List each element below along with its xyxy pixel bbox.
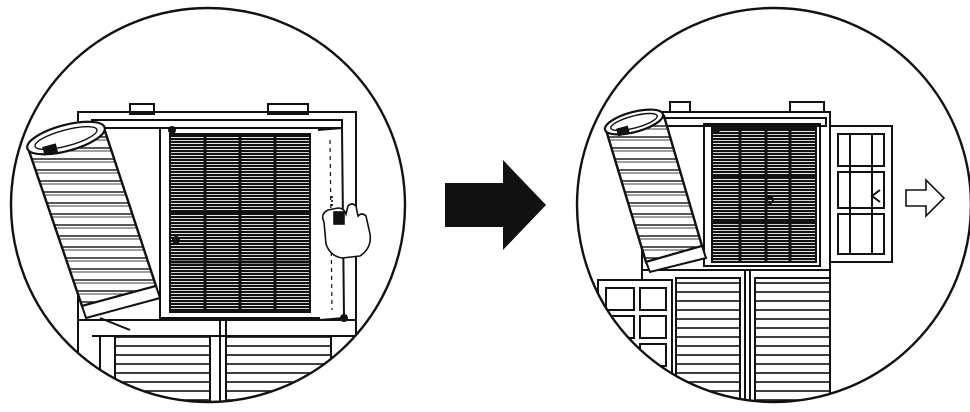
filter-housing: [703, 123, 850, 267]
air-filter: [159, 126, 331, 319]
arrow-outline-icon: [905, 178, 946, 218]
detail-circle-right: [575, 6, 970, 404]
detail-circle-left: [9, 6, 407, 404]
arrow-right-icon: [445, 160, 546, 250]
removed-filter: [829, 125, 893, 263]
exhaust-hose: [26, 120, 162, 331]
after-panel: [575, 6, 970, 404]
exhaust-hose: [603, 108, 708, 274]
before-panel: [9, 6, 407, 404]
hand-pull-icon: [321, 196, 372, 259]
